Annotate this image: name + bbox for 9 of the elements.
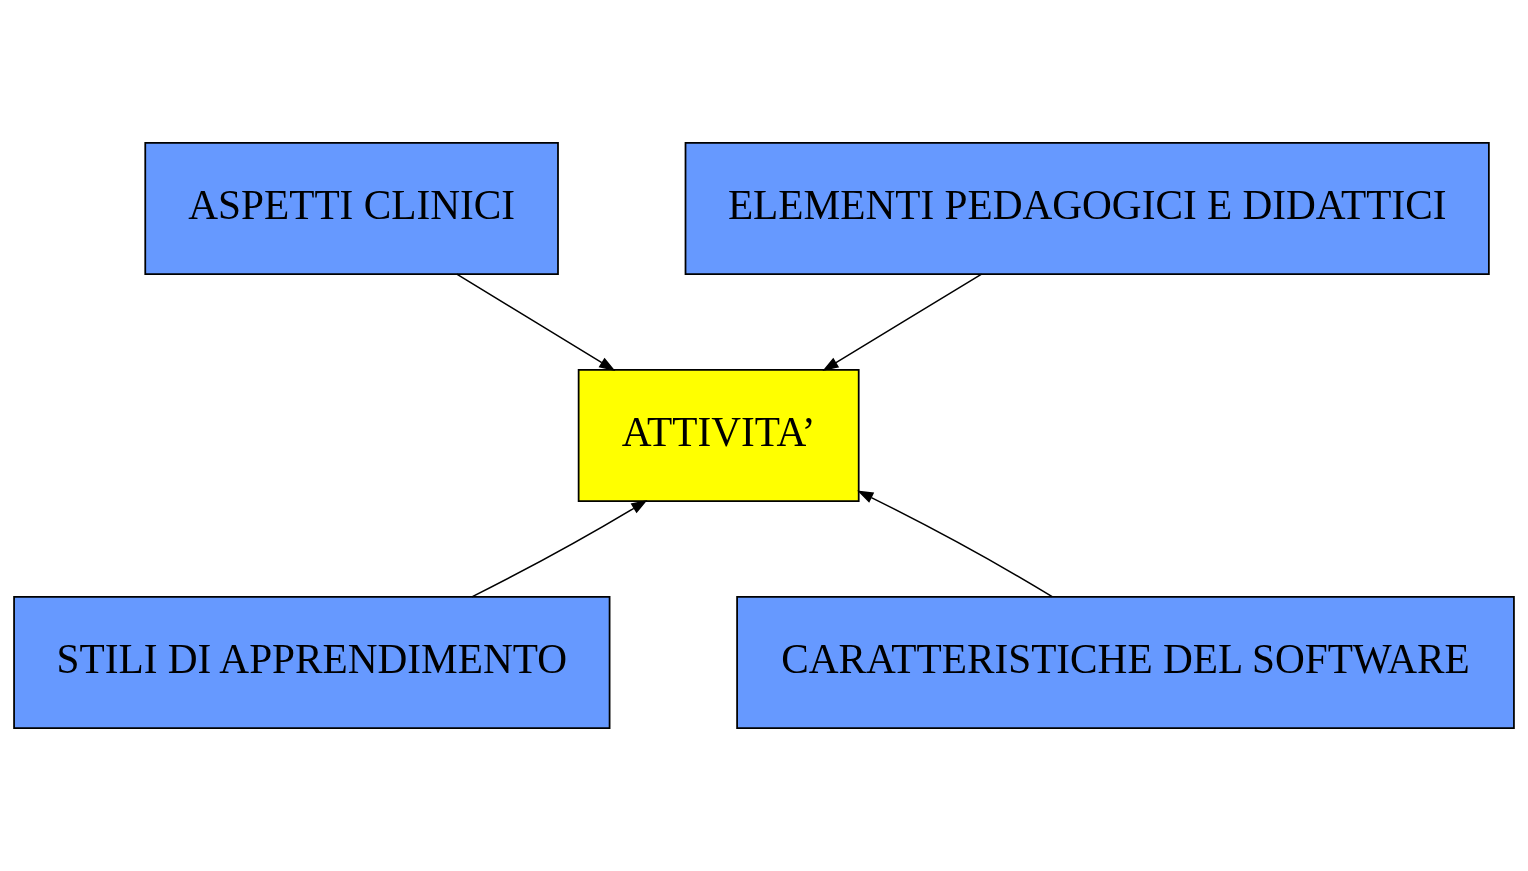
arrow xyxy=(456,273,616,371)
arrow xyxy=(857,490,1053,598)
node-box: ASPETTI CLINICI xyxy=(144,142,559,275)
node-box: ELEMENTI PEDAGOGICI E DIDATTICI xyxy=(684,142,1490,275)
arrow xyxy=(822,273,983,371)
node-box: STILI DI APPRENDIMENTO xyxy=(13,596,611,729)
node-box: ATTIVITA’ xyxy=(577,369,860,502)
node-box: CARATTERISTICHE DEL SOFTWARE xyxy=(736,596,1515,729)
arrow xyxy=(471,500,648,598)
